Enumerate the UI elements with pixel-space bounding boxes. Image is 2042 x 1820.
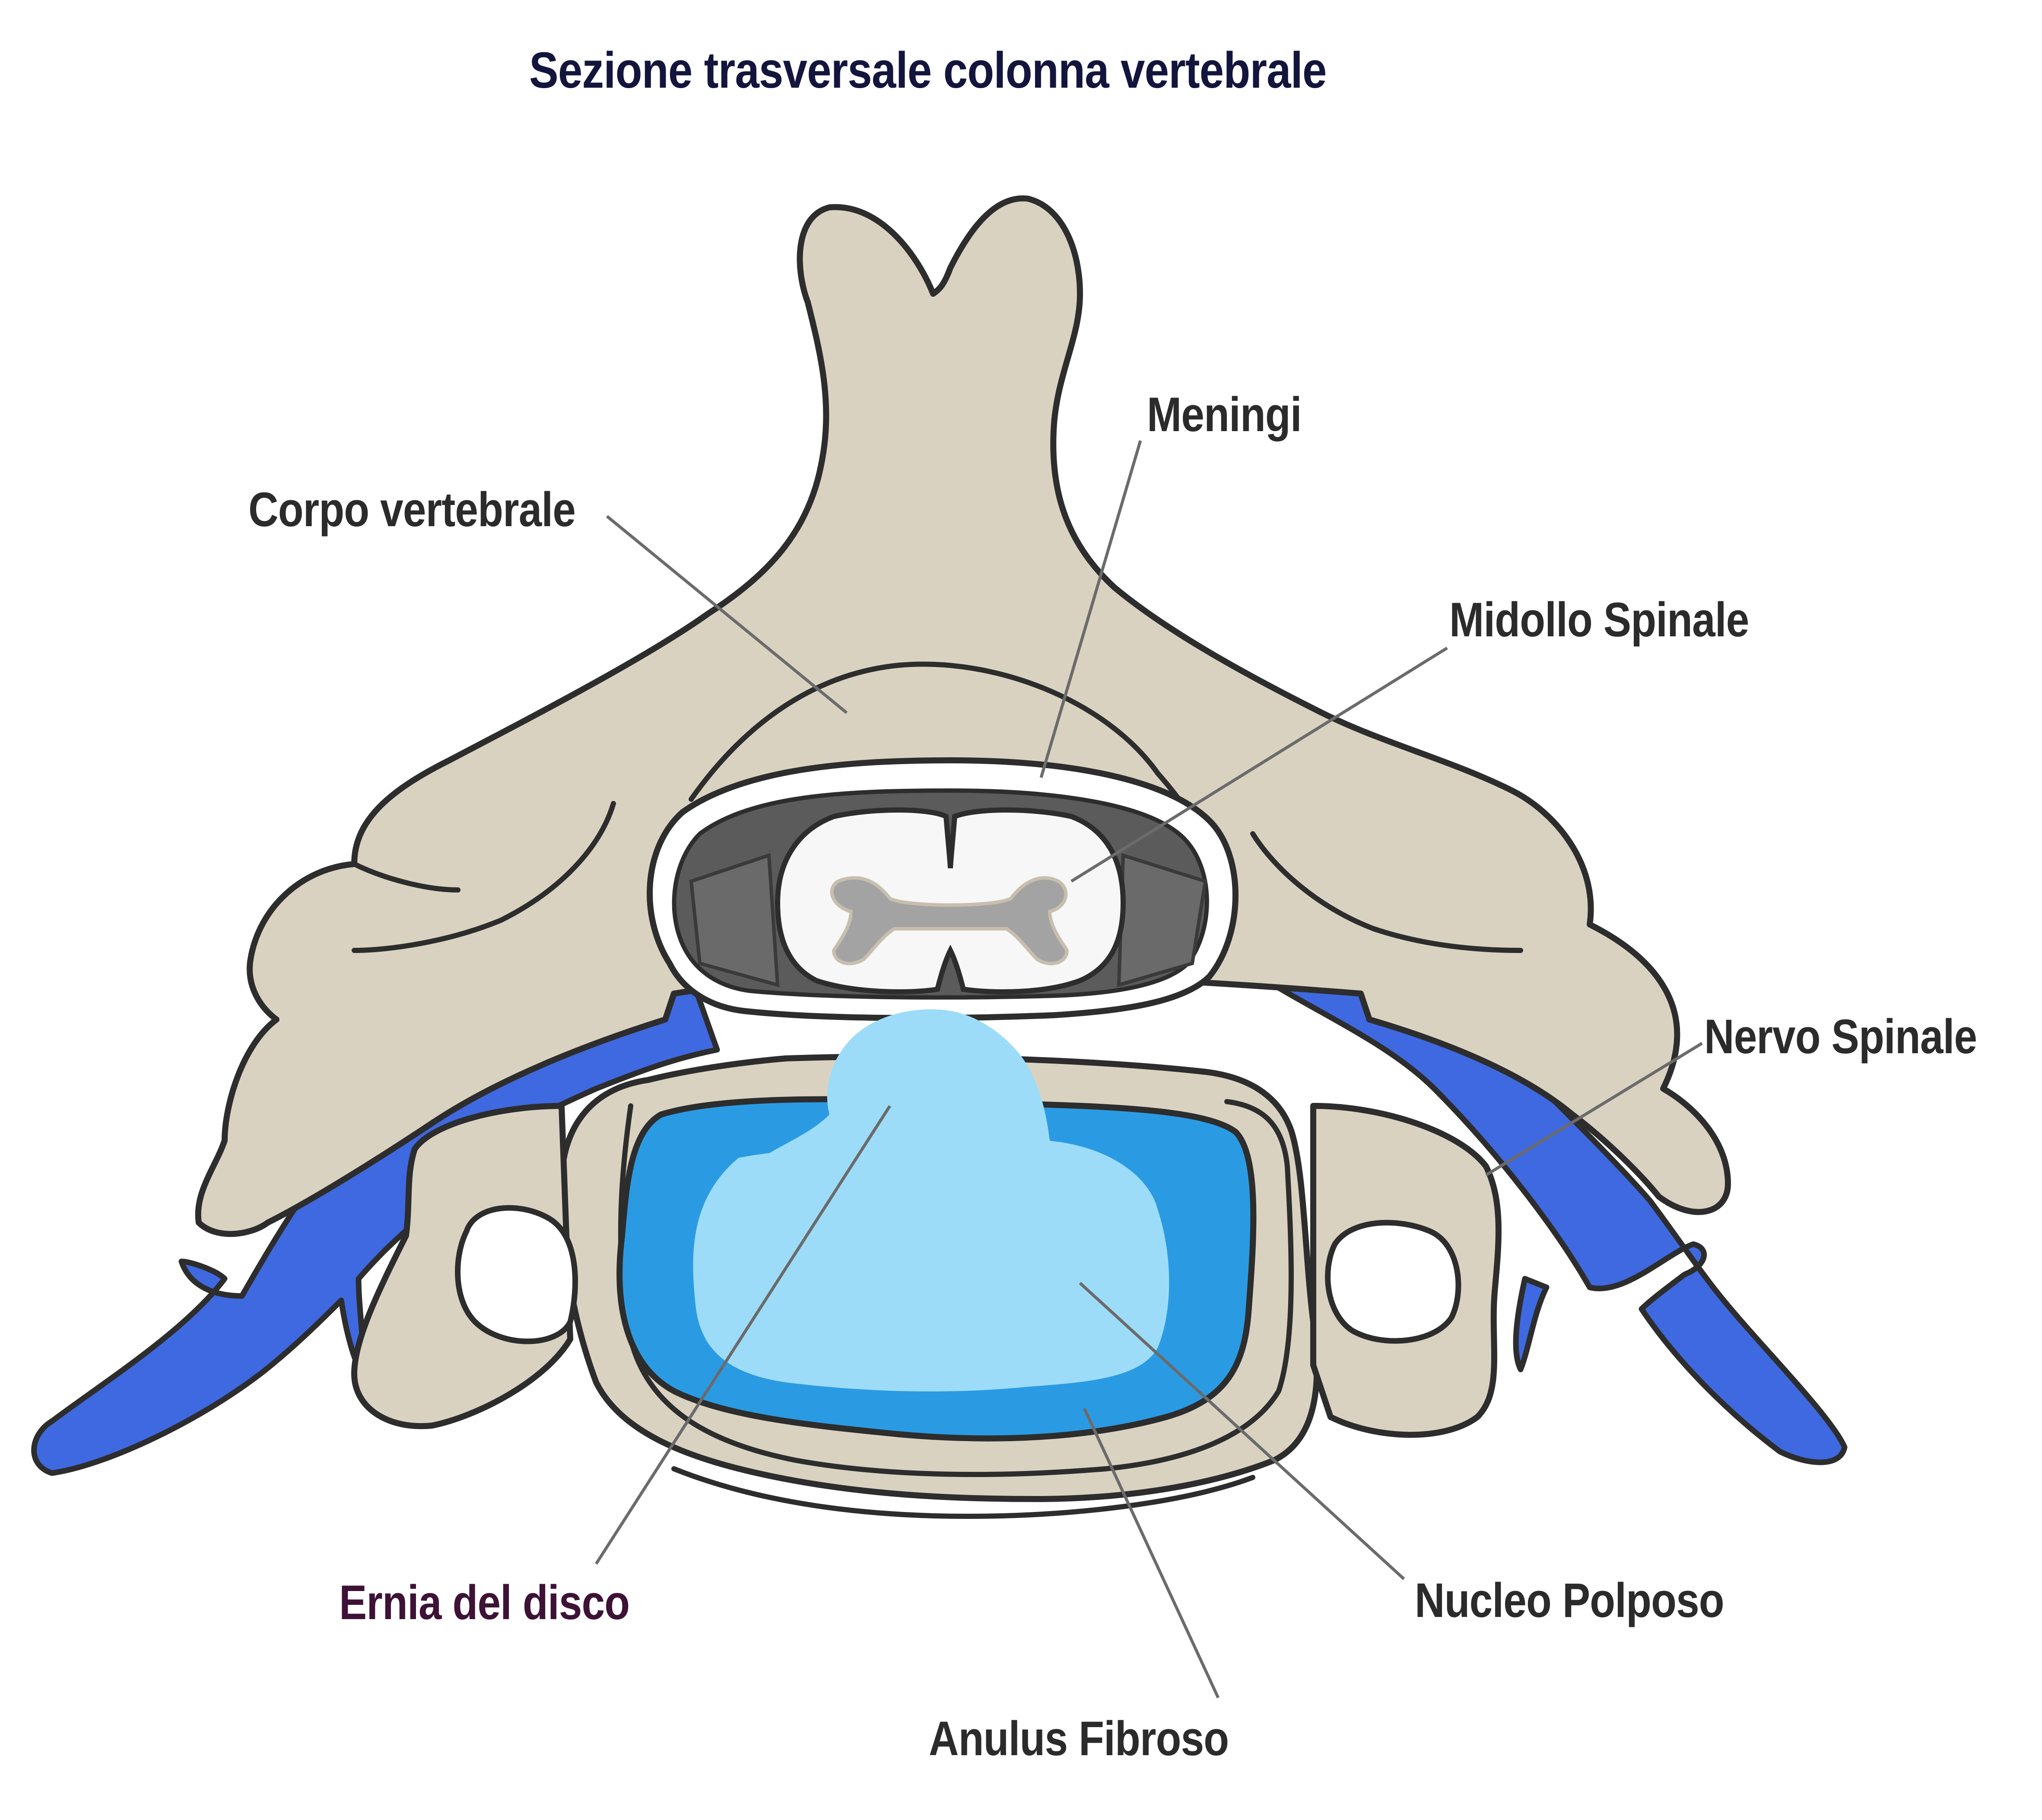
leader-nucleo [1079,1282,1405,1580]
label-corpo-vertebrale: Corpo vertebrale [248,483,576,537]
leader-nervo [1485,1042,1703,1176]
leader-ernia [595,1105,891,1565]
diagram-title: Sezione trasversale colonna vertebrale [529,42,1327,99]
grey-matter [830,876,1069,966]
leader-anulus [1083,1407,1220,1699]
leader-midollo [1070,647,1448,883]
foramen-right [1325,1220,1461,1344]
label-meningi: Meningi [1147,388,1302,442]
label-ernia-del-disco: Ernia del disco [339,1575,630,1629]
label-nucleo-polposo: Nucleo Polposo [1415,1573,1724,1627]
spinal-canal [647,757,1239,1021]
label-nervo-spinale: Nervo Spinale [1704,1010,1977,1064]
leader-meningi [1039,440,1142,778]
label-midollo-spinale: Midollo Spinale [1449,593,1749,647]
right-lamina-line [1250,831,1523,953]
label-anulus-fibroso: Anulus Fibroso [929,1712,1229,1766]
meninges-inner [689,853,1207,988]
foramen-left [455,1205,578,1344]
leader-lines [595,440,1703,1699]
leader-corpo [606,515,848,714]
bone-contours [352,661,1523,1519]
vertebral-foramina [455,1205,1461,1344]
nucleus-pulposus [693,1140,1169,1391]
body-bottom-line [671,1466,1255,1519]
intervertebral-disc [616,1096,1257,1442]
left-process-line [352,861,460,893]
herniated-disc [769,1009,1071,1164]
left-lamina-line [352,801,616,953]
